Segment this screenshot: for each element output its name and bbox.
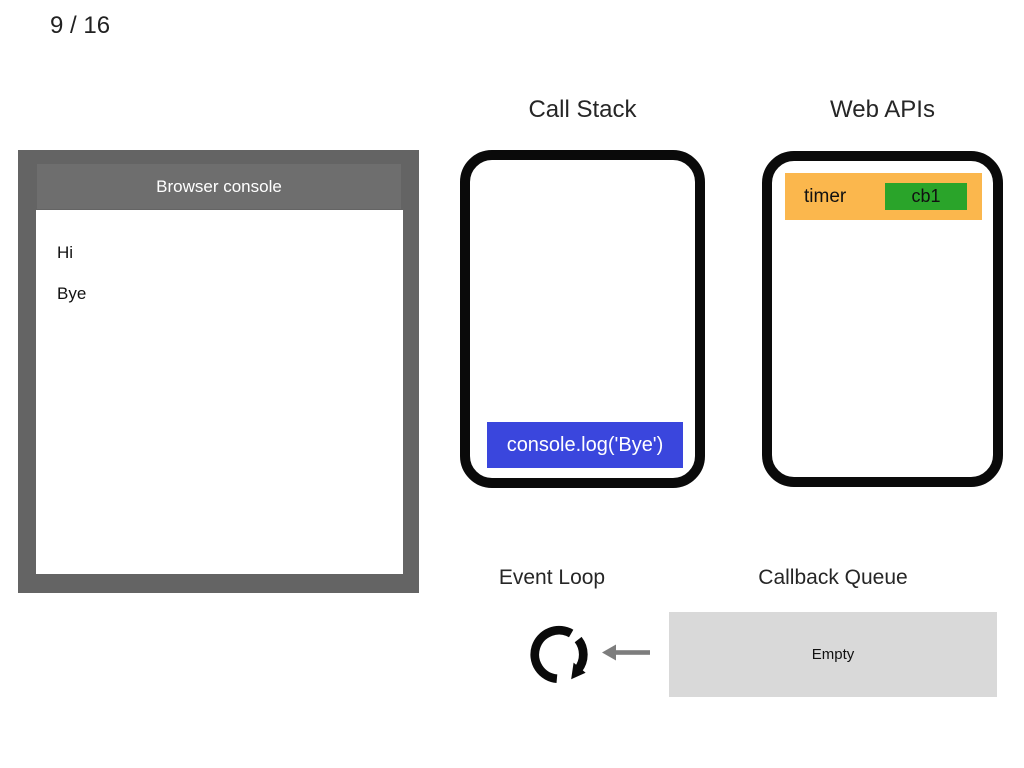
- callback-queue-box: Empty: [669, 612, 997, 697]
- event-loop-title: Event Loop: [498, 566, 606, 589]
- call-stack-frame-label: console.log('Bye'): [506, 433, 664, 456]
- browser-console-titlebar: Browser console: [37, 164, 401, 209]
- left-arrow-icon: [602, 644, 650, 661]
- web-apis-title: Web APIs: [830, 96, 935, 123]
- page-counter: 9 / 16: [50, 12, 111, 39]
- web-api-timer-item: timer cb1: [785, 173, 982, 220]
- web-api-timer-label: timer: [804, 185, 847, 207]
- web-api-callback-chip: cb1: [885, 183, 967, 210]
- console-log-line: Hi: [57, 243, 74, 262]
- callback-queue-title: Callback Queue: [758, 566, 908, 589]
- web-api-callback-label: cb1: [911, 186, 941, 206]
- browser-console-title: Browser console: [156, 176, 282, 196]
- console-log-line: Bye: [57, 284, 87, 303]
- call-stack-frame: console.log('Bye'): [487, 422, 683, 468]
- call-stack-title: Call Stack: [528, 96, 637, 123]
- callback-queue-status: Empty: [811, 646, 855, 663]
- browser-console-window: Browser console Hi Bye: [18, 150, 419, 593]
- browser-console-output: Hi Bye: [36, 210, 403, 574]
- event-loop-cycle-icon: [530, 625, 588, 684]
